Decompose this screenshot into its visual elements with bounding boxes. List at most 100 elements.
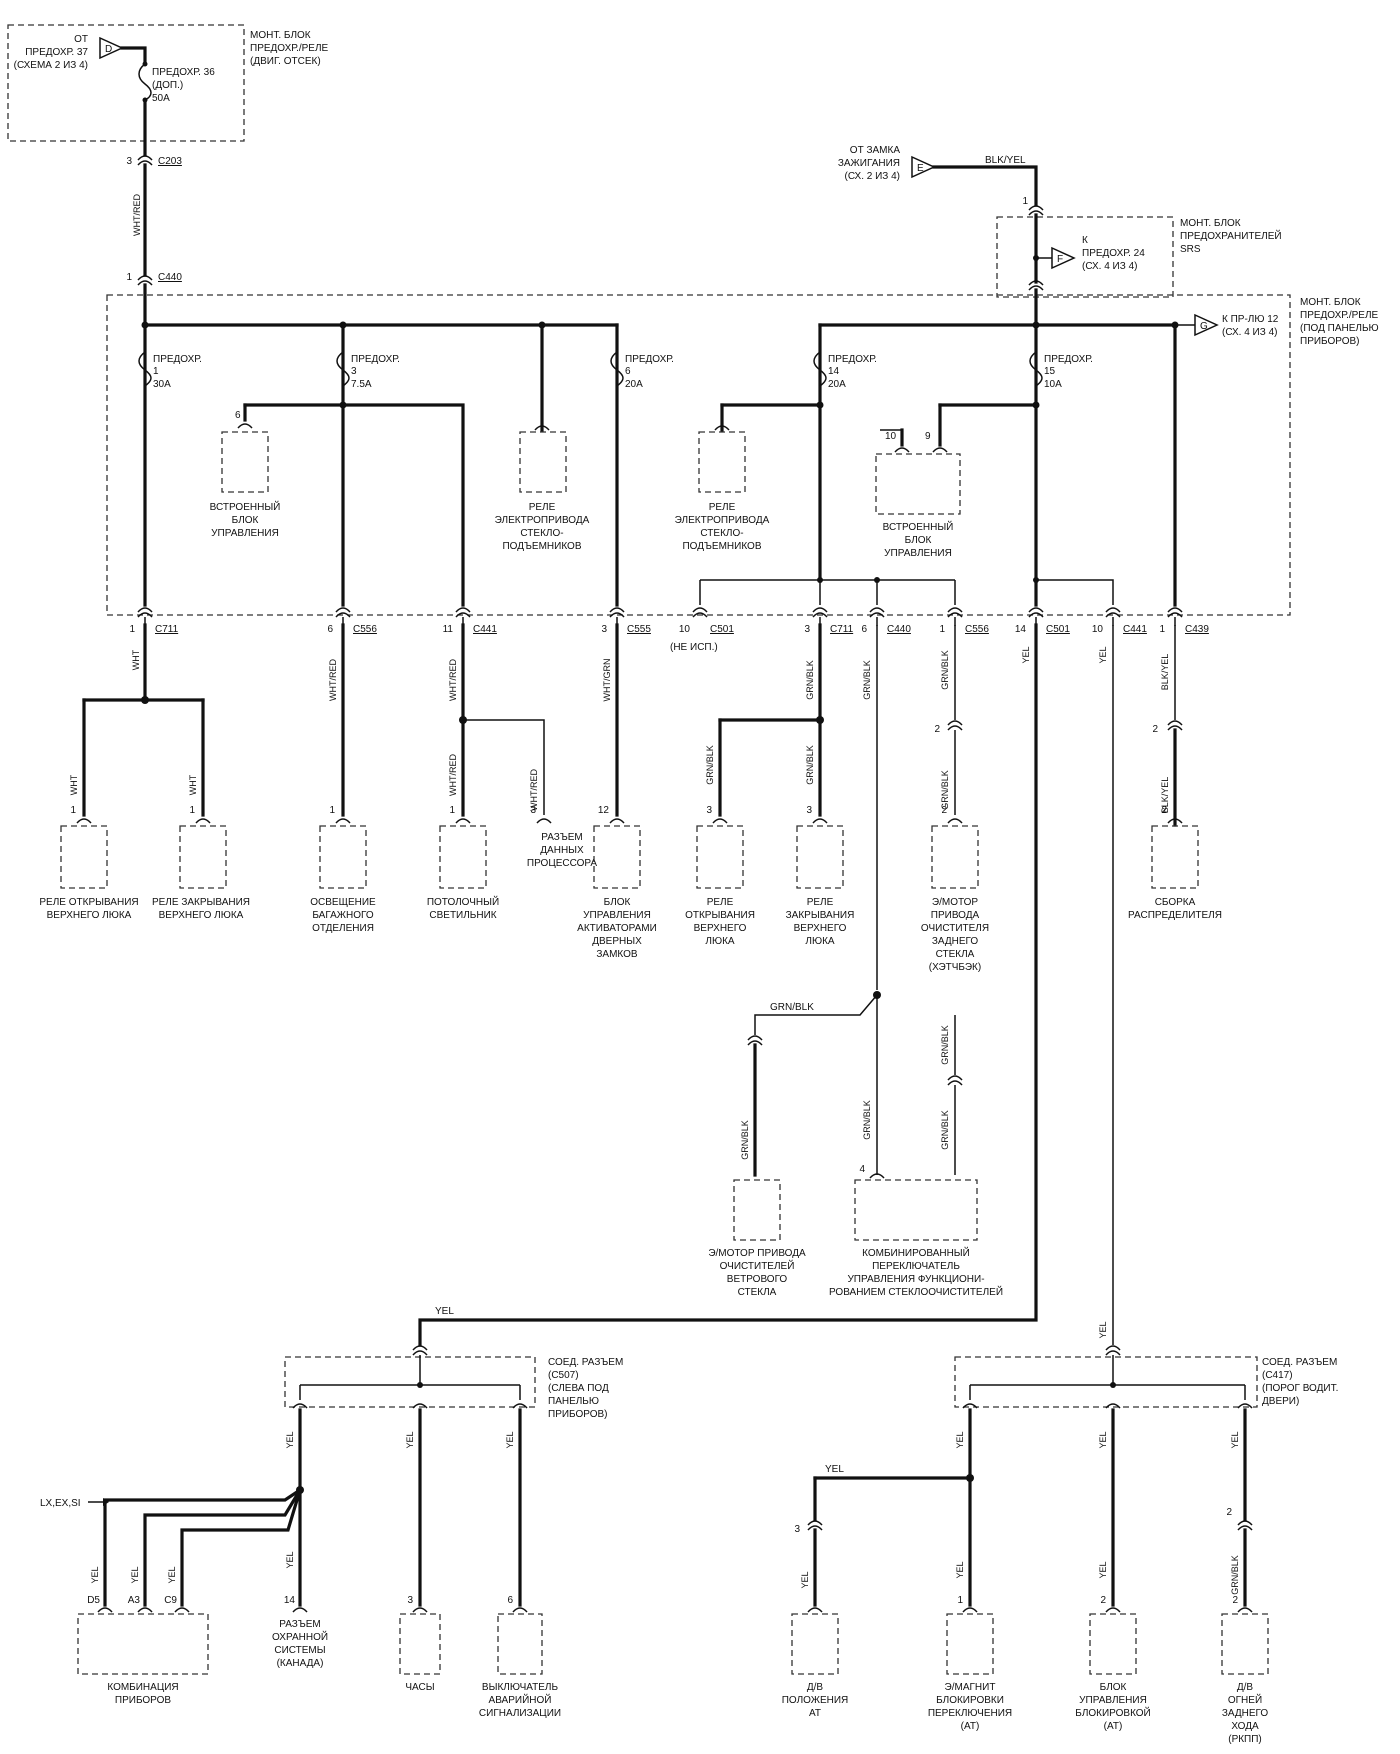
wire-wht-grn: WHT/GRN [602,659,612,702]
connector-name-2: C441 [473,624,497,635]
load-cavity-5 [609,818,625,824]
hazard-0: ВЫКЛЮЧАТЕЛЬ [482,1682,559,1693]
c507-label-1: (C507) [548,1370,579,1381]
connector-cavity-inner-9 [1105,612,1121,618]
wire-wht-close: WHT [188,774,198,795]
fuse-6-symbol [610,351,624,387]
connector-pin-9: 10 [1092,624,1104,635]
connector-cavity-10 [1167,607,1183,613]
load-pin-0: 1 [70,805,76,816]
load-label-8-5: (ХЭТЧБЭК) [929,962,981,973]
load-label-6-2: ВЕРХНЕГО [694,923,747,934]
dash-box-label-2: (ПОД ПАНЕЛЬЮ [1300,323,1379,334]
wire-yel-rev: YEL [1230,1431,1240,1448]
wire-grnblk-switch-r1: GRN/BLK [940,1025,950,1065]
tag-g-letter: G [1200,321,1208,332]
load-cavity-4 [536,818,552,824]
load-box-8 [931,825,979,889]
connector-cavity-inner-1 [335,612,351,618]
to-fuse24-0: К [1082,235,1088,246]
fuse6-1: 6 [625,366,631,377]
to-pr12-0: К ПР-ЛЮ 12 [1222,314,1279,325]
load-label-8-4: СТЕКЛА [936,949,975,960]
connector-tag-d [99,36,124,60]
srs-pin-1: 1 [1022,196,1028,207]
load-cavity-1 [195,818,211,824]
connector-pin-7: 1 [939,624,945,635]
load-pin-6: 3 [706,805,712,816]
connector-name-1: C556 [353,624,377,635]
wiper-switch-2: УПРАВЛЕНИЯ ФУНКЦИОНИ- [847,1274,984,1285]
at-inline-pin: 3 [794,1524,800,1535]
load-label-4-1: ДАННЫХ [540,845,584,856]
wire-yel-clock: YEL [405,1431,415,1448]
connector-cavity-4 [692,607,708,613]
ecu-right-1: БЛОК [905,535,932,546]
fuse-36-symbol [138,63,152,101]
from-fuse37-0: ОТ [74,34,88,45]
connector-pin-2: 11 [443,624,454,635]
fuse3-0: ПРЕДОХР. [351,354,400,365]
wire-grnblk-wiper-top: GRN/BLK [770,1002,814,1013]
wire-yel-c9: YEL [167,1566,177,1583]
to-fuse24-2: (СХ. 4 ИЗ 4) [1082,261,1137,272]
srs-box-label-0: МОНТ. БЛОК [1180,218,1241,229]
wire-yel-sec: YEL [285,1551,295,1568]
connector-cavity-inner-0 [137,612,153,618]
load-box-1 [179,825,227,889]
solenoid-0: Э/МАГНИТ [945,1682,996,1693]
ecu-right-0: ВСТРОЕННЫЙ [883,520,954,533]
ecu-left-0: ВСТРОЕННЫЙ [210,500,281,513]
connector-name-8: C501 [1046,624,1070,635]
load-box-7 [796,825,844,889]
cluster-pin-a3: A3 [128,1595,141,1606]
fuse15-0: ПРЕДОХР. [1044,354,1093,365]
connector-tag-e [911,155,936,179]
load-cavity-9 [1167,818,1183,824]
wire-yel-hazard: YEL [505,1431,515,1448]
c507-label-2: (СЛЕВА ПОД [548,1383,609,1394]
connector-tag-f [1051,246,1076,270]
wiper-switch-3: РОВАНИЕМ СТЕКЛООЧИСТИТЕЛЕЙ [829,1285,1003,1298]
solenoid-2: ПЕРЕКЛЮЧЕНИЯ [928,1708,1012,1719]
ecu-right-2: УПРАВЛЕНИЯ [884,548,952,559]
from-ignition-0: ОТ ЗАМКА [850,145,901,156]
fuse14-0: ПРЕДОХР. [828,354,877,365]
connector-cavity-0 [137,607,153,613]
load-label-2-1: БАГАЖНОГО [312,910,374,921]
cluster-pin-c9: C9 [164,1595,177,1606]
hazard-pin: 6 [507,1595,513,1606]
connector-pin-1: 6 [327,624,333,635]
connector-name-7: C556 [965,624,989,635]
dash-fuse-box: МОНТ. БЛОК ПРЕДОХР./РЕЛЕ (ПОД ПАНЕЛЬЮ ПР… [106,283,1379,616]
pin-6-ecu: 6 [235,410,241,421]
load-pin-1: 1 [189,805,195,816]
c440-top-pin: 1 [126,272,132,283]
hazard-1: АВАРИЙНОЙ [489,1693,552,1706]
c507-label-3: ПАНЕЛЬЮ [548,1396,599,1407]
connector-cavity-inner-5 [812,612,828,618]
fuse6-0: ПРЕДОХР. [625,354,674,365]
connector-cavity-inner-8 [1028,612,1044,618]
relay-left-1: ЭЛЕКТРОПРИВОДА [495,515,590,526]
at-sensor-0: Д/В [807,1682,824,1693]
relay-left-3: ПОДЪЕМНИКОВ [502,541,581,552]
fuse15-2: 10A [1044,379,1062,390]
c440-top-name: C440 [158,272,182,283]
reverse-4: (РКПП) [1228,1734,1262,1745]
fuse36-0: ПРЕДОХР. 36 [152,67,215,78]
load-label-0-0: РЕЛЕ ОТКРЫВАНИЯ [39,897,138,908]
wire-grnblk-rear: GRN/BLK [940,770,950,810]
relay-left-0: РЕЛЕ [529,502,556,513]
wiper-switch-0: КОМБИНИРОВАННЫЙ [862,1246,970,1259]
load-box-0 [60,825,108,889]
tag-d-letter: D [105,44,112,55]
load-label-5-1: УПРАВЛЕНИЯ [583,910,651,921]
load-label-8-3: ЗАДНЕГО [932,936,979,947]
relay-right-2: СТЕКЛО- [700,528,743,539]
connector-cavity-8 [1028,607,1044,613]
wire-yel-c441-low: YEL [1098,1321,1108,1338]
wire-blkyel-dist: BLK/YEL [1160,777,1170,814]
